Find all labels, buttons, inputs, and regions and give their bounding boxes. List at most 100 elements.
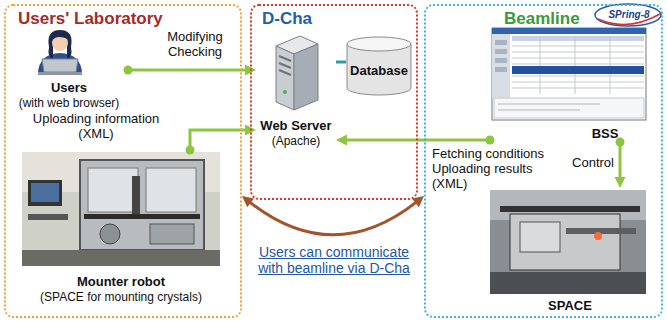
lab-table [22, 250, 220, 266]
lab-monitor [28, 180, 62, 206]
robot-window [88, 168, 138, 212]
node-note: (Apache) [272, 134, 321, 148]
robot-dewar [100, 224, 120, 244]
logo-swoosh [595, 4, 661, 26]
sidebar-button [495, 67, 507, 72]
laptop-base [38, 72, 82, 75]
sidebar-button [495, 49, 507, 54]
laptop [42, 59, 78, 72]
connector [336, 62, 346, 63]
log-pane [494, 98, 644, 118]
connector-dot [186, 146, 195, 155]
node-name: Database [350, 63, 408, 79]
table-row [512, 64, 644, 65]
user-hair [48, 30, 71, 59]
node-name: Users [51, 80, 87, 96]
user-fringe [52, 33, 68, 41]
server-led [283, 90, 287, 94]
bss-node: BSS [490, 26, 650, 142]
connector [186, 125, 257, 155]
connector-dot [486, 136, 495, 145]
curved-arrow [249, 202, 417, 235]
node-name: SPACE [548, 298, 592, 314]
robot-node: Mounter robot(SPACE for mounting crystal… [12, 150, 230, 304]
user-body [38, 53, 82, 73]
connector [242, 196, 424, 235]
robot-arm [132, 176, 140, 214]
table-row [512, 76, 644, 77]
table-selected-row [512, 66, 644, 74]
server-slot [279, 70, 291, 75]
machine-base [490, 272, 646, 294]
photo-ground [490, 190, 646, 294]
space-node: SPACE [488, 188, 652, 314]
bss-screenshot [492, 28, 646, 120]
connector [336, 135, 495, 146]
connector-line [619, 142, 622, 179]
space-photo [490, 190, 646, 294]
server-icon [276, 36, 318, 110]
machine-rail [500, 206, 640, 212]
region-title: Users' Laboratory [18, 9, 163, 29]
connector-dot [124, 66, 133, 75]
orange-marker [594, 232, 602, 240]
region-title: D-Cha [262, 9, 312, 29]
cylinder-top [347, 37, 411, 51]
table-header [512, 36, 644, 41]
machine-body [510, 214, 620, 270]
connector [124, 65, 257, 76]
arrow-head [336, 135, 347, 146]
table-row [512, 52, 644, 53]
robot-panel [150, 224, 194, 244]
server-slot [279, 56, 291, 61]
table-col [610, 36, 611, 94]
node-note: (with web browser) [19, 96, 120, 110]
table-col [575, 36, 576, 94]
machine-part [520, 222, 560, 252]
photo-ground [22, 152, 220, 266]
label-holder: Uploading information (XML) [18, 112, 174, 142]
table-rows [512, 36, 644, 94]
beam-pipe [566, 228, 636, 234]
connector-line [336, 61, 346, 64]
label-holder: Modifying Checking [146, 30, 244, 60]
robot-photo [22, 152, 220, 266]
table-row [512, 82, 644, 83]
edge-label: Control [560, 156, 614, 171]
label-holder: SPring-8 [598, 9, 660, 21]
server-node: Web Server(Apache) [256, 30, 336, 148]
cylinder-body [347, 44, 411, 95]
region-title: Beamline [504, 9, 580, 29]
arrow-head [412, 196, 424, 207]
window-titlebar [492, 28, 646, 34]
sidebar-button [495, 40, 507, 45]
server-slot [279, 63, 291, 68]
edge-label: Fetching conditions Uploading results (X… [432, 147, 558, 192]
sidebar-button [495, 58, 507, 63]
node-note: (SPACE for mounting crystals) [40, 290, 202, 304]
window-sidebar [492, 34, 510, 98]
arrow-head [242, 196, 254, 207]
node-name: Web Server [260, 118, 331, 134]
table-row [512, 58, 644, 59]
connector-line [128, 69, 247, 72]
robot-frame [80, 160, 204, 250]
table-col [540, 36, 541, 94]
user-node: Users(with web browser) [10, 30, 128, 110]
node-name: Mounter robot [77, 274, 165, 290]
edge-label: Uploading information (XML) [18, 112, 174, 142]
robot-rail [84, 214, 200, 219]
server-side [294, 44, 318, 110]
label-holder: Fetching conditions Uploading results (X… [432, 147, 558, 192]
logo-text: SPring-8 [598, 9, 660, 21]
label-holder: Users can communicate with beamline via … [249, 244, 419, 276]
user-icon [38, 30, 82, 75]
robot-window [146, 168, 196, 212]
edge-label: Modifying Checking [146, 30, 244, 60]
log-line [498, 104, 600, 105]
arrow-head [615, 177, 626, 188]
connector-line [190, 130, 247, 150]
database-cylinder: Database [346, 36, 412, 96]
window [492, 28, 646, 120]
